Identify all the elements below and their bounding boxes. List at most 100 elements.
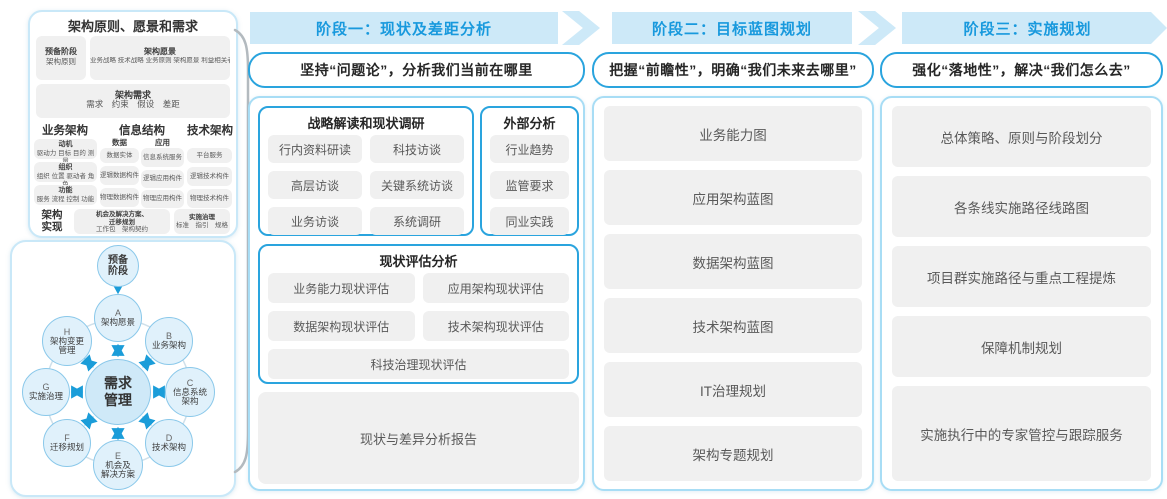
node-a-label: 架构愿景 [100,317,135,328]
phase2-item: 应用架构蓝图 [604,170,862,225]
node-h-label2: 管理 [58,345,76,355]
physical-tech-box: 物理技术构件 [187,189,232,208]
data-entity-label: 数据实体 [106,151,133,159]
node-b-letter: B [165,331,172,342]
phase3-header-text: 阶段三：实施规划 [963,20,1092,38]
strategy-item: 高层访谈 [268,171,362,199]
arch-implementation-label: 架构 实现 [32,209,72,233]
phase3-header-band: 阶段三：实施规划 [902,12,1167,44]
chevron-arrow-2 [858,11,896,45]
adm-node-e: E 机会及 解决方案 [93,440,143,490]
impl-label-line1: 架构 [41,209,63,221]
adm-node-g: G 实施治理 [22,368,70,416]
business-arch-header: 业务架构 [42,125,88,137]
data-subheader: 数据 [112,138,127,147]
requirements-items: 需求 约束 假设 差距 [86,99,180,109]
assessment-grid: 业务能力现状评估 应用架构现状评估 数据架构现状评估 技术架构现状评估 科技治理… [268,273,569,379]
strategy-research-box: 战略解读和现状调研 行内资料研读 科技访谈 高层访谈 关键系统访谈 业务访谈 系… [258,106,474,236]
phase2-container: 业务能力图 应用架构蓝图 数据架构蓝图 技术架构蓝图 IT治理规划 架构专题规划 [592,96,874,491]
node-h-letter: H [63,326,71,337]
strategy-research-title: 战略解读和现状调研 [307,116,425,131]
phase2-subtitle-text: 把握“前瞻性”，明确“我们未来去哪里” [609,62,857,78]
node-e-label1: 机会及 [105,459,131,470]
external-analysis-box: 外部分析 行业趋势 监管要求 同业实践 [480,106,579,236]
phase1-header-band: 阶段一：现状及差距分析 [250,12,558,44]
motivation-items: 驱动力 目标 目的 测量 [36,149,95,165]
external-item: 行业趋势 [490,135,569,163]
assessment-item: 技术架构现状评估 [422,311,569,341]
assessment-item: 业务能力现状评估 [268,273,415,303]
vision-title: 架构愿景 [144,47,176,56]
opportunities-title1: 机会及解决方案、 [96,211,148,218]
platform-service-label: 平台服务 [196,151,223,159]
logical-tech-label: 逻辑技术构件 [190,172,229,180]
node-h-label1: 架构变更 [49,335,84,346]
physical-data-box: 物理数据构件 [100,188,139,207]
phase3-subtitle-text: 强化“落地性”，解决“我们怎么去” [912,62,1131,78]
node-c-label2: 架构 [181,396,199,406]
function-title: 功能 [58,187,73,194]
chevron-arrow-1 [562,11,600,45]
external-analysis-grid: 行业趋势 监管要求 同业实践 [490,135,569,235]
strategy-item: 科技访谈 [370,135,464,163]
organization-box: 组织 组织 位置 驱动者 角色 [34,162,97,188]
gap-analysis-report-box: 现状与差异分析报告 [258,392,579,484]
node-e-letter: E [114,450,121,461]
function-items: 服务 流程 控制 功能 [36,195,95,203]
node-g-letter: G [42,382,50,393]
impl-label-line2: 实现 [41,220,63,233]
phase1-subtitle-box: 坚持“问题论”，分析我们当前在哪里 [248,52,585,88]
prep-line1: 预备 [108,255,128,266]
phase3-stack: 总体策略、原则与阶段划分 各条线实施路径线路图 项目群实施路径与重点工程提炼 保… [892,106,1151,481]
phase2-header-text: 阶段二：目标蓝图规划 [651,20,812,38]
external-item: 同业实践 [490,207,569,235]
adm-center-node: 需求 管理 [85,359,151,425]
impl-governance-box: 实施治理 标准 指引 规格 [174,209,230,234]
logical-app-label: 逻辑应用构件 [143,175,182,183]
application-subheader: 应用 [155,138,170,147]
architecture-requirements-box: 架构需求 需求 约束 假设 差距 [36,84,230,118]
phase3-subtitle-box: 强化“落地性”，解决“我们怎么去” [880,52,1163,88]
phase2-item: 业务能力图 [604,106,862,161]
external-item: 监管要求 [490,171,569,199]
strategy-item: 系统调研 [370,207,464,235]
node-c-letter: C [186,377,194,388]
assessment-analysis-box: 现状评估分析 业务能力现状评估 应用架构现状评估 数据架构现状评估 技术架构现状… [258,244,579,384]
adm-node-d: D 技术架构 [145,419,193,467]
vision-items: 业务战略 技术战略 业务原则 架构愿景 利益相关者 [90,57,230,64]
phase2-item: IT治理规划 [604,362,862,417]
phase3-container: 总体策略、原则与阶段划分 各条线实施路径线路图 项目群实施路径与重点工程提炼 保… [880,96,1163,491]
prep-line2: 阶段 [108,266,128,277]
adm-node-h: H 架构变更 管理 [42,316,92,366]
assessment-item: 数据架构现状评估 [268,311,415,341]
prep-phase-box: 预备阶段 架构原则 [36,36,86,80]
strategy-research-grid: 行内资料研读 科技访谈 高层访谈 关键系统访谈 业务访谈 系统调研 [268,135,464,235]
phase2-header-band: 阶段二：目标蓝图规划 [612,12,852,44]
phase1-header-text: 阶段一：现状及差距分析 [315,20,492,38]
node-a-letter: A [114,308,121,319]
info-system-service-box: 信息系统服务 [141,148,184,167]
strategy-item: 业务访谈 [268,207,362,235]
adm-node-a: A 架构愿景 [94,294,142,342]
prep-phase-label: 预备阶段 [45,47,77,56]
phase1-subtitle-text: 坚持“问题论”，分析我们当前在哪里 [300,62,533,78]
data-entity-box: 数据实体 [100,148,139,163]
adm-cycle-panel: 预备 阶段 需求 管理 A 架构愿景 B 业务架构 C 信息系统 架构 D 技术… [10,240,236,497]
assessment-analysis-title: 现状评估分析 [379,254,458,269]
opportunities-migration-box: 机会及解决方案、 迁移规划 工作包 架构契约 [74,209,170,234]
center-line1: 需求 [104,375,132,391]
phase1-container: 战略解读和现状调研 行内资料研读 科技访谈 高层访谈 关键系统访谈 业务访谈 系… [248,96,585,491]
phase2-subtitle-box: 把握“前瞻性”，明确“我们未来去哪里” [592,52,874,88]
physical-data-label: 物理数据构件 [100,193,139,201]
assessment-item: 科技治理现状评估 [268,349,569,379]
strategy-item: 关键系统访谈 [370,171,464,199]
phase3-item: 各条线实施路径线路图 [892,176,1151,238]
node-f-label: 迁移规划 [49,442,84,453]
organization-title: 组织 [58,164,73,171]
physical-app-box: 物理应用构件 [141,190,184,208]
adm-node-c: C 信息系统 架构 [165,367,215,417]
organization-items: 组织 位置 驱动者 角色 [36,172,95,188]
architecture-vision-box: 架构愿景 业务战略 技术战略 业务原则 架构愿景 利益相关者 [90,36,230,80]
requirements-title: 架构需求 [114,90,151,100]
